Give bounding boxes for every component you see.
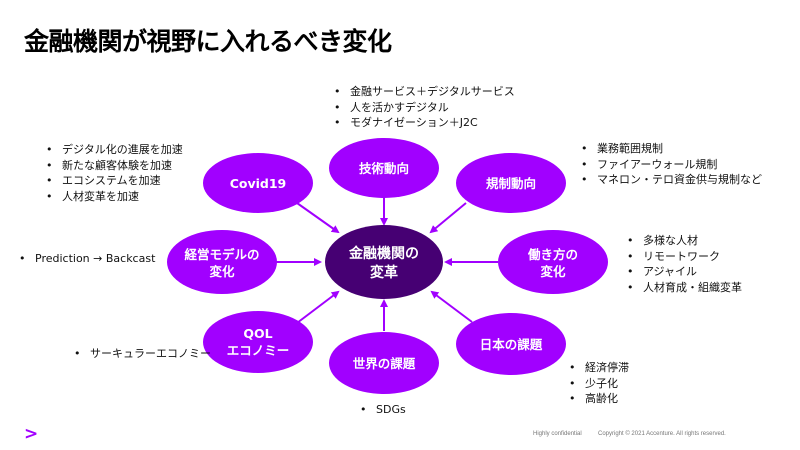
center-node: 金融機関の 変革 (325, 225, 443, 299)
note-item: SDGs (360, 402, 406, 418)
page-title: 金融機関が視野に入れるべき変化 (24, 27, 392, 56)
node-work-label-1: 働き方の (527, 247, 578, 262)
notes-biz: Prediction → Backcast (19, 251, 155, 267)
center-label-1: 金融機関の (348, 245, 419, 262)
node-reg-label: 規制動向 (486, 176, 536, 191)
node-biz: 経営モデルの 変化 (167, 230, 277, 294)
arrow-reg (429, 202, 467, 234)
note-item: リモートワーク (627, 249, 742, 265)
note-item: 人を活かすデジタル (334, 100, 515, 116)
node-qol-label-2: エコノミー (227, 343, 290, 358)
footer-copyright: Copyright © 2021 Accenture. All rights r… (598, 431, 726, 437)
notes-covid: デジタル化の進展を加速 新たな顧客体験を加速 エコシステムを加速 人材変革を加速 (46, 142, 183, 204)
note-item: デジタル化の進展を加速 (46, 142, 183, 158)
node-covid: Covid19 (203, 153, 313, 213)
arrow-japan (430, 290, 473, 323)
footer-confidential: Highly confidential (533, 431, 582, 437)
node-qol-label-1: QOL (243, 326, 272, 341)
notes-work: 多様な人材 リモートワーク アジャイル 人材育成・組織変革 (627, 233, 742, 295)
note-item: ファイアーウォール規制 (581, 157, 762, 173)
node-reg: 規制動向 (456, 153, 566, 213)
note-item: 経済停滞 (569, 360, 629, 376)
node-japan-label: 日本の課題 (480, 337, 543, 352)
note-item: 人材育成・組織変革 (627, 280, 742, 296)
node-qol: QOL エコノミー (203, 311, 313, 373)
note-item: 人材変革を加速 (46, 189, 183, 205)
center-label-2: 変革 (370, 264, 398, 281)
note-item: マネロン・テロ資金供与規制など (581, 172, 762, 188)
node-world-label: 世界の課題 (353, 356, 416, 371)
node-covid-label: Covid19 (230, 176, 287, 191)
arrow-covid (296, 202, 340, 234)
notes-qol: サーキュラーエコノミー (74, 346, 211, 362)
note-item: 業務範囲規制 (581, 141, 762, 157)
note-item: 金融サービス＋デジタルサービス (334, 84, 515, 100)
notes-tech: 金融サービス＋デジタルサービス 人を活かすデジタル モダナイゼーション＋J2C (334, 84, 515, 131)
note-item: 新たな顧客体験を加速 (46, 158, 183, 174)
accenture-logo-icon: > (24, 424, 39, 444)
note-item: 高齢化 (569, 391, 629, 407)
notes-japan: 経済停滞 少子化 高齢化 (569, 360, 629, 407)
node-world: 世界の課題 (329, 332, 439, 394)
node-work-label-2: 変化 (540, 264, 566, 279)
node-tech: 技術動向 (329, 138, 439, 198)
note-item: アジャイル (627, 264, 742, 280)
node-work: 働き方の 変化 (498, 230, 608, 294)
notes-reg: 業務範囲規制 ファイアーウォール規制 マネロン・テロ資金供与規制など (581, 141, 762, 188)
node-japan: 日本の課題 (456, 313, 566, 375)
note-item: 多様な人材 (627, 233, 742, 249)
note-item: エコシステムを加速 (46, 173, 183, 189)
arrow-qol (296, 290, 340, 324)
node-biz-label-2: 変化 (209, 264, 235, 279)
notes-world: SDGs (360, 402, 406, 418)
node-tech-label: 技術動向 (359, 161, 409, 176)
note-item: 少子化 (569, 376, 629, 392)
note-item: Prediction → Backcast (19, 251, 155, 267)
note-item: サーキュラーエコノミー (74, 346, 211, 362)
node-biz-label-1: 経営モデルの (184, 247, 259, 262)
note-item: モダナイゼーション＋J2C (334, 115, 515, 131)
